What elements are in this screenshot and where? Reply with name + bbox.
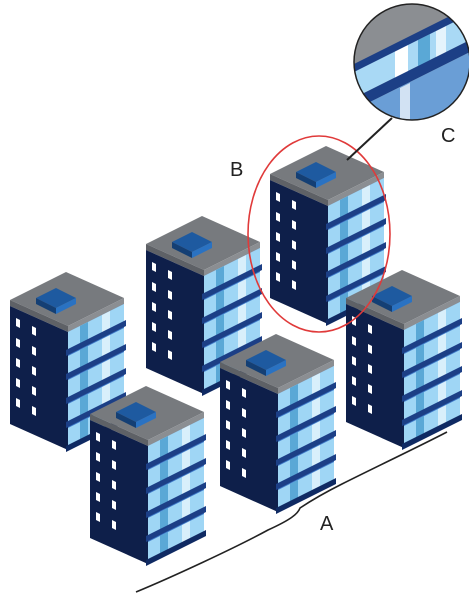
building-right [346, 270, 462, 450]
label-a: A [320, 513, 334, 535]
zoom-leader-line [346, 117, 393, 161]
building-front [90, 386, 206, 566]
group-bracket [135, 431, 448, 593]
building-center [220, 334, 336, 514]
label-b: B [230, 159, 243, 181]
zoom-detail [353, 3, 469, 121]
label-c: C [441, 125, 455, 147]
highlight-circle [247, 135, 391, 333]
